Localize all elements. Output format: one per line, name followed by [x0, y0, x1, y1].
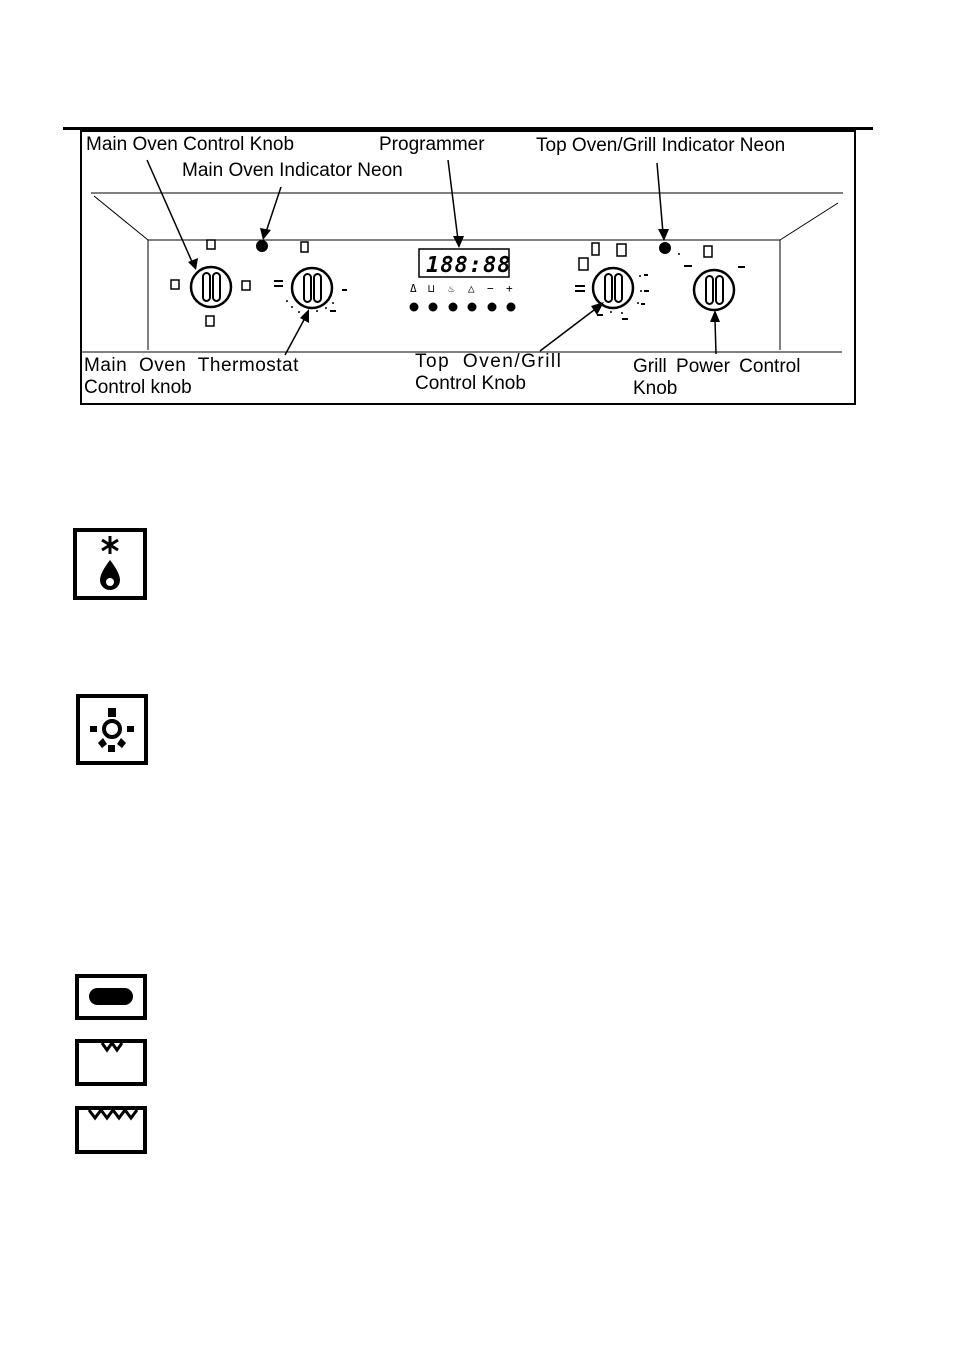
programmer-display-text: 188:88 [426, 253, 511, 278]
main-oven-thermostat-knob[interactable] [274, 242, 347, 313]
grill-power-control-knob[interactable] [678, 246, 745, 310]
label-programmer: Programmer [379, 134, 485, 156]
programmer-button-1[interactable] [410, 303, 419, 312]
programmer-button-6[interactable] [507, 303, 516, 312]
label-grill-power-line1: Grill Power Control [633, 356, 800, 378]
top-oven-grill-indicator-neon [659, 242, 671, 254]
top-oven-grill-control-knob[interactable] [575, 243, 649, 320]
grill-full-icon [75, 974, 147, 1020]
label-main-oven-control-knob: Main Oven Control Knob [86, 134, 294, 156]
programmer-button-4[interactable] [468, 303, 477, 312]
programmer-button-symbols: Δ ⊔ ♨ △ − + [410, 282, 513, 295]
programmer-symbol-1: ⊔ [428, 282, 435, 295]
label-main-oven-indicator-neon: Main Oven Indicator Neon [182, 160, 403, 182]
main-oven-indicator-neon [256, 240, 268, 252]
label-main-oven-thermostat-line1: Main Oven Thermostat [84, 355, 299, 377]
grill-half-icon [75, 1039, 147, 1086]
programmer-symbol-4: − [487, 282, 494, 295]
oven-light-icon [76, 694, 148, 765]
programmer-symbol-3: △ [468, 282, 475, 295]
label-top-oven-grill-line2: Control Knob [415, 373, 526, 395]
programmer-symbol-5: + [506, 282, 513, 295]
programmer: 188:88 Δ ⊔ ♨ △ − + [410, 249, 516, 312]
label-top-oven-grill-indicator-neon: Top Oven/Grill Indicator Neon [536, 135, 785, 157]
grill-two-thirds-icon [75, 1106, 147, 1154]
programmer-symbol-2: ♨ [448, 282, 455, 295]
main-oven-control-knob[interactable] [171, 240, 250, 326]
programmer-button-2[interactable] [429, 303, 438, 312]
programmer-button-3[interactable] [449, 303, 458, 312]
defrost-icon [73, 528, 147, 600]
label-top-oven-grill-line1: Top Oven/Grill [415, 351, 562, 373]
label-main-oven-thermostat-line2: Control knob [84, 377, 192, 399]
programmer-button-5[interactable] [488, 303, 497, 312]
label-grill-power-line2: Knob [633, 378, 677, 400]
programmer-symbol-0: Δ [410, 282, 417, 295]
